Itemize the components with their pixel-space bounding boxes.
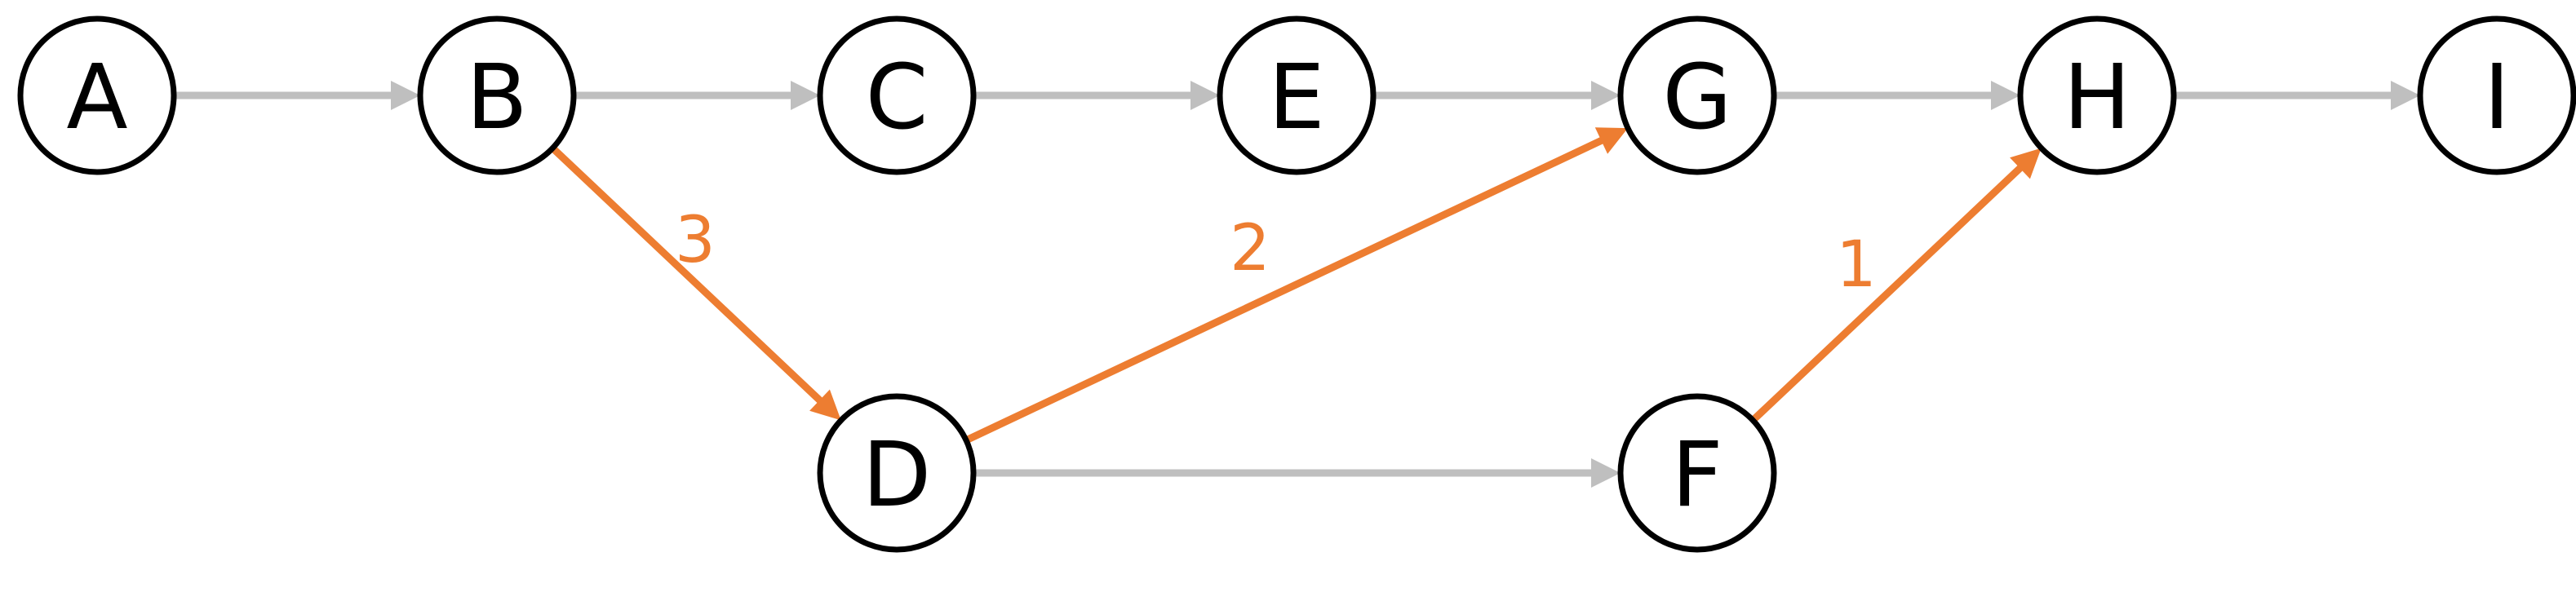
node-circle	[817, 15, 977, 175]
edge-a-b	[174, 81, 420, 110]
edge-label-b-d: 3	[675, 204, 716, 277]
node-i: I	[2417, 15, 2576, 175]
arrowhead	[1591, 458, 1621, 488]
edge-d-f	[973, 458, 1621, 488]
arrowhead	[1591, 81, 1621, 110]
arrowhead	[1991, 81, 2020, 110]
edge-e-g	[1373, 81, 1621, 110]
edge-label-d-g: 2	[1230, 212, 1270, 285]
edge-label-f-h: 1	[1836, 228, 1877, 302]
edge-c-e	[973, 81, 1220, 110]
node-circle	[817, 393, 977, 553]
arrowhead	[391, 81, 420, 110]
node-label: I	[2484, 45, 2510, 149]
edge-b-d	[550, 145, 841, 421]
node-a: A	[17, 15, 177, 175]
node-label: C	[866, 45, 929, 149]
node-label: D	[862, 422, 932, 527]
edge-labels-layer: 3 2 1	[675, 204, 1877, 302]
edge-g-h	[1774, 81, 2020, 110]
node-label: E	[1268, 45, 1325, 149]
node-label: G	[1662, 45, 1731, 149]
node-label: H	[2064, 45, 2131, 149]
arrowhead	[809, 389, 841, 421]
node-circle	[417, 15, 577, 175]
node-d: D	[817, 393, 977, 553]
nodes-layer: A B C E G H I D F	[17, 15, 2576, 553]
node-circle	[2417, 15, 2576, 175]
node-f: F	[1617, 393, 1777, 553]
node-g: G	[1617, 15, 1777, 175]
node-h: H	[2017, 15, 2177, 175]
edge-line	[550, 145, 824, 404]
node-e: E	[1217, 15, 1377, 175]
edges-layer	[174, 81, 2420, 488]
node-label: F	[1671, 422, 1723, 527]
arrowhead	[2010, 148, 2042, 179]
node-label: B	[466, 45, 527, 149]
node-b: B	[417, 15, 577, 175]
arrowhead	[1594, 127, 1628, 154]
edge-d-g	[964, 127, 1628, 444]
edge-h-i	[2174, 81, 2420, 110]
edge-f-h	[1750, 148, 2042, 423]
edge-line	[1750, 164, 2024, 423]
node-label: A	[66, 45, 127, 149]
node-circle	[1617, 393, 1777, 553]
arrowhead	[791, 81, 820, 110]
edge-line	[964, 136, 1605, 444]
node-circle	[17, 15, 177, 175]
node-circle	[2017, 15, 2177, 175]
node-circle	[1617, 15, 1777, 175]
node-c: C	[817, 15, 977, 175]
arrowhead	[1190, 81, 1220, 110]
edge-b-c	[574, 81, 820, 110]
arrowhead	[2391, 81, 2420, 110]
node-circle	[1217, 15, 1377, 175]
